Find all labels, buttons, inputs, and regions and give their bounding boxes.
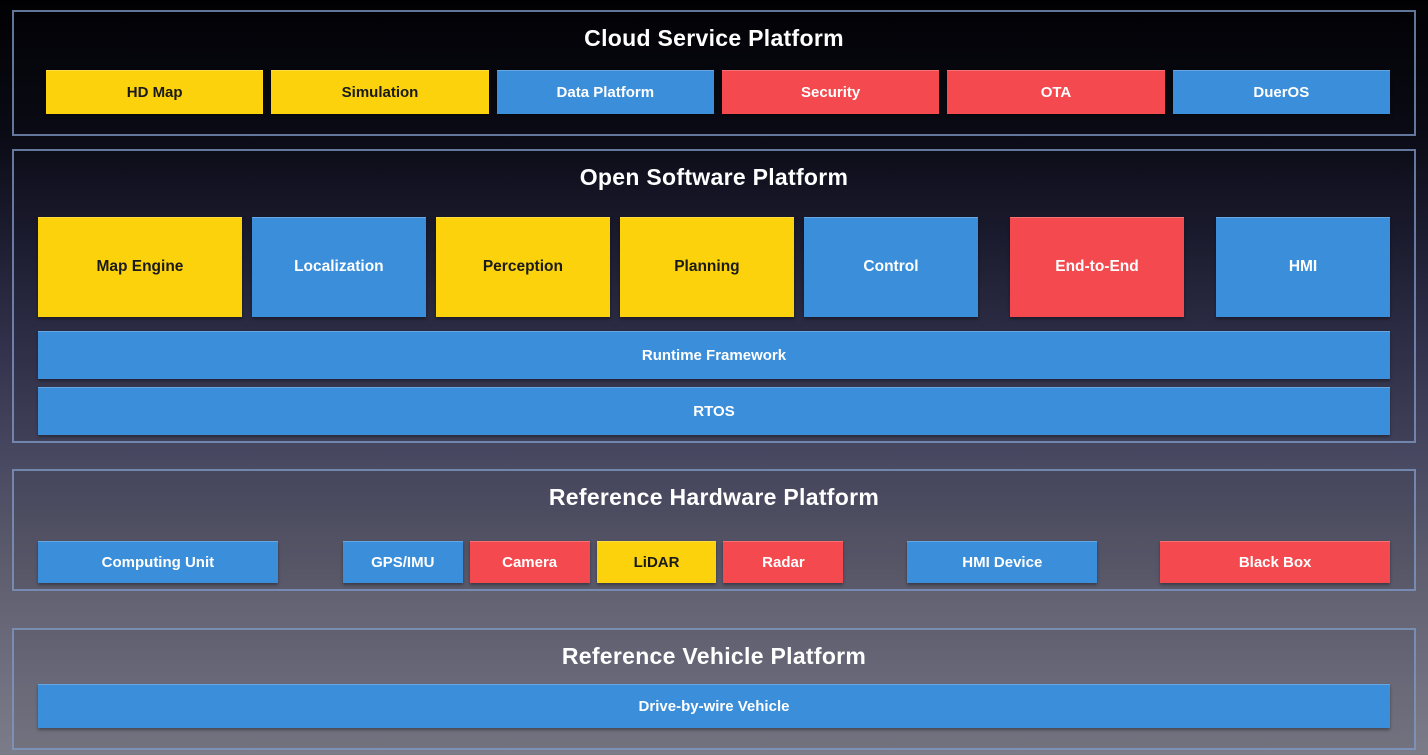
section-reference-vehicle-platform: Reference Vehicle Platform Drive-by-wire… [12, 628, 1416, 750]
block-data-platform: Data Platform [496, 70, 714, 114]
block-gps-imu: GPS/IMU [342, 541, 463, 583]
block-runtime-framework: Runtime Framework [38, 331, 1390, 379]
block-hmi-device: HMI Device [907, 541, 1098, 583]
block-computing-unit: Computing Unit [38, 541, 278, 583]
block-radar: Radar [723, 541, 844, 583]
block-drive-by-wire-vehicle: Drive-by-wire Vehicle [38, 684, 1390, 728]
block-planning: Planning [619, 217, 794, 317]
block-end-to-end: End-to-End [1009, 217, 1185, 317]
runtime-framework-bar-row: Runtime Framework [38, 331, 1390, 379]
block-perception: Perception [435, 217, 610, 317]
block-rtos: RTOS [38, 387, 1390, 435]
block-lidar: LiDAR [596, 541, 717, 583]
section-title-reference-hardware-platform: Reference Hardware Platform [548, 484, 880, 510]
section-title-reference-vehicle-platform: Reference Vehicle Platform [561, 643, 867, 669]
block-security: Security [721, 70, 940, 114]
block-control: Control [803, 217, 978, 317]
rtos-bar-row: RTOS [38, 387, 1390, 435]
section-title-open-software-platform: Open Software Platform [579, 164, 849, 190]
block-camera: Camera [469, 541, 590, 583]
block-hd-map: HD Map [46, 70, 264, 114]
vehicle-bar-row: Drive-by-wire Vehicle [38, 684, 1390, 728]
block-simulation: Simulation [271, 70, 489, 114]
block-ota: OTA [947, 70, 1165, 114]
section-reference-hardware-platform: Reference Hardware Platform Computing Un… [12, 469, 1416, 591]
block-localization: Localization [251, 217, 426, 317]
section-title-cloud-service-platform: Cloud Service Platform [584, 25, 844, 51]
block-map-engine: Map Engine [38, 217, 242, 317]
block-hmi: HMI [1216, 217, 1391, 317]
block-dueros: DuerOS [1172, 70, 1390, 114]
block-black-box: Black Box [1160, 541, 1390, 583]
